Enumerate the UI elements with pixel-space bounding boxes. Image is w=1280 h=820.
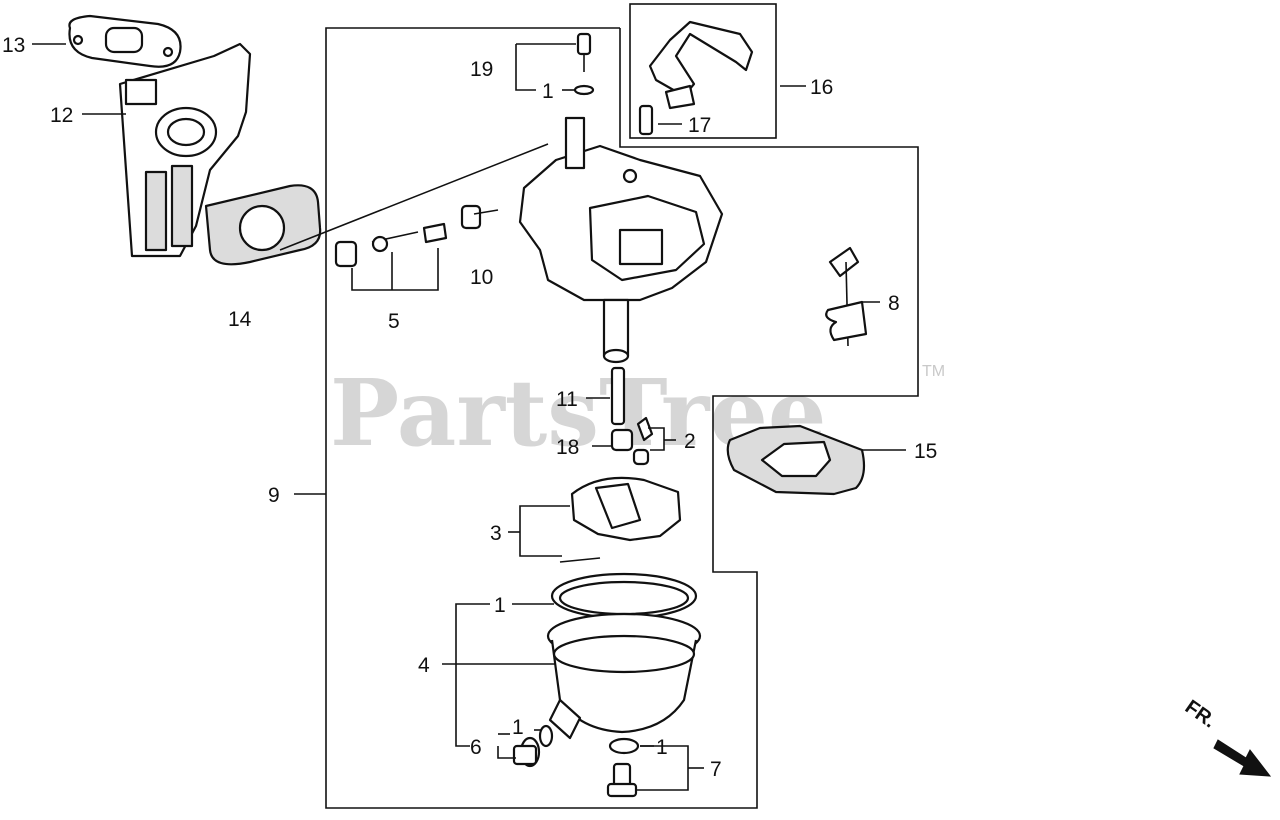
- callout-11: 11: [556, 388, 578, 411]
- part-3-float: [559, 476, 682, 563]
- part-10-screw: [460, 204, 499, 230]
- callout-3: 3: [490, 522, 502, 545]
- callout-17: 17: [688, 114, 711, 137]
- part-15-gasket: [726, 424, 866, 496]
- part-16-choke-lever: [648, 20, 754, 110]
- part-2-float-valve: [632, 416, 665, 466]
- callout-10: 10: [470, 266, 493, 289]
- front-direction-marker: FR.: [1181, 696, 1272, 777]
- part-7-screw: [606, 737, 640, 798]
- part-11-nozzle: [610, 366, 626, 426]
- part-13-gasket: [68, 14, 182, 68]
- callout-12: 12: [50, 104, 73, 127]
- part-4-float-chamber: [546, 612, 702, 740]
- callout-16: 16: [810, 76, 833, 99]
- part-12-insulator: [118, 42, 252, 258]
- part-17-spring: [638, 104, 654, 136]
- callout-8: 8: [888, 292, 900, 315]
- leader-14-body: [279, 143, 549, 251]
- part-6-drain-bolt: [512, 724, 554, 768]
- callout-1-washer: 1: [542, 80, 554, 103]
- part-14-gasket: [204, 184, 322, 266]
- part-5-pilot-screw: [334, 222, 448, 291]
- carburetor-body: [518, 116, 724, 364]
- callout-5: 5: [388, 310, 400, 333]
- part-18-main-jet: [610, 428, 634, 452]
- callout-18: 18: [556, 436, 579, 459]
- callout-19: 19: [470, 58, 493, 81]
- watermark-trademark: TM: [922, 363, 945, 380]
- callout-14: 14: [228, 308, 252, 331]
- choke-box: [629, 3, 777, 139]
- front-arrow-icon: [1213, 739, 1272, 777]
- callout-13: 13: [2, 34, 25, 57]
- callout-15: 15: [914, 440, 937, 463]
- part-1-float-bowl-gasket: [550, 572, 698, 620]
- callout-9: 9: [268, 484, 280, 507]
- callout-6: 6: [470, 736, 482, 759]
- callout-1-oring: 1: [494, 594, 506, 617]
- callout-1-screw-washer: 1: [656, 736, 668, 759]
- assembly-bracket-9: [325, 27, 919, 809]
- leader-lines: [32, 43, 906, 791]
- part-19-screw: [573, 32, 595, 96]
- callout-1-drain-washer: 1: [512, 716, 524, 739]
- callout-4: 4: [418, 654, 430, 677]
- callout-7: 7: [710, 758, 722, 781]
- callout-labels: 13 12 14 19 1 16 17 5 10 8 11 18 2 15 9 …: [2, 34, 937, 781]
- front-label: FR.: [1181, 696, 1220, 733]
- callout-2: 2: [684, 430, 696, 453]
- part-8-choke-valve: [825, 246, 868, 347]
